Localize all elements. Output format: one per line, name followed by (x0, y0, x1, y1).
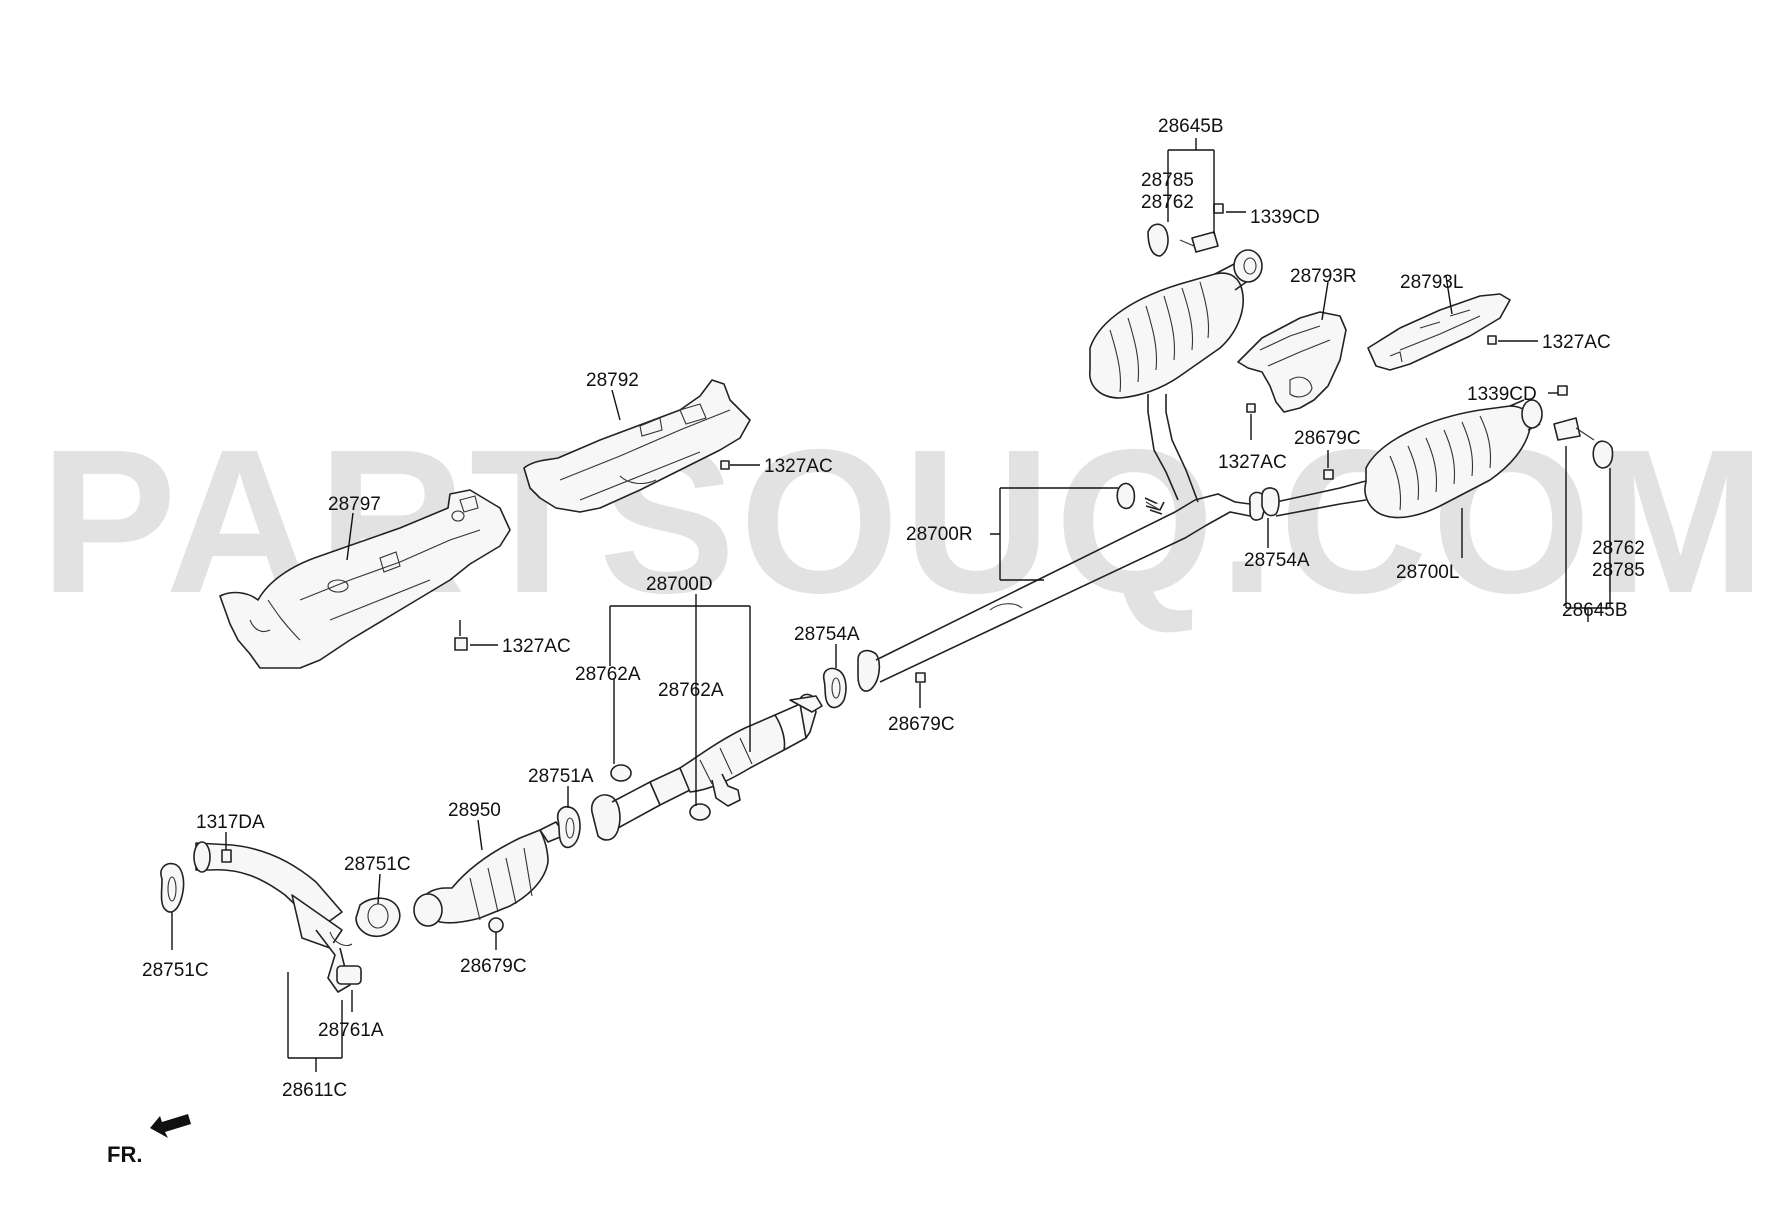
gasket-28751c-left-part[interactable] (160, 862, 185, 913)
nut-28679c-center-part[interactable] (915, 672, 926, 683)
front-pipe-part[interactable] (193, 841, 362, 993)
bolt-1317da-part[interactable] (221, 849, 232, 863)
hanger-28762-top-part[interactable] (1147, 223, 1169, 257)
front-direction-indicator: FR. (107, 1114, 191, 1167)
label-1327ac-below-r[interactable]: 1327AC (1218, 452, 1287, 473)
label-28762-top[interactable]: 28762 (1141, 192, 1194, 213)
label-1317da[interactable]: 1317DA (196, 812, 265, 833)
heat-shield-28793l-part[interactable] (1367, 293, 1511, 371)
label-28611c[interactable]: 28611C (282, 1080, 347, 1101)
nut-1327ac-below-r-part[interactable] (1246, 403, 1256, 413)
fr-label: FR. (107, 1142, 142, 1167)
heat-shield-28793r-part[interactable] (1237, 311, 1347, 413)
label-28797[interactable]: 28797 (328, 494, 381, 515)
label-28792[interactable]: 28792 (586, 370, 639, 391)
rear-pipe-right-part[interactable] (857, 394, 1267, 692)
label-28679c-bottom[interactable]: 28679C (460, 956, 527, 977)
bracket-28645b-top-part[interactable] (1179, 231, 1219, 253)
label-28793l[interactable]: 28793L (1400, 272, 1463, 293)
label-1339cd-right[interactable]: 1339CD (1467, 384, 1537, 405)
heat-shield-28797-part[interactable] (219, 489, 511, 669)
gasket-28754a-right-part[interactable] (1261, 487, 1280, 517)
nut-1339cd-right-part[interactable] (1557, 385, 1568, 396)
nut-1327ac-right-part[interactable] (1487, 335, 1497, 345)
label-28700r[interactable]: 28700R (906, 524, 973, 545)
muffler-left-part[interactable] (1275, 399, 1543, 519)
center-pipe-part[interactable] (590, 693, 823, 841)
label-1327ac-left[interactable]: 1327AC (502, 636, 571, 657)
nut-28679c-right-part[interactable] (1323, 469, 1334, 480)
nut-1327ac-left-part[interactable] (454, 637, 468, 651)
bracket-28645b-right-part[interactable] (1553, 417, 1595, 441)
label-28700d[interactable]: 28700D (646, 574, 713, 595)
gasket-28754a-center-part[interactable] (822, 667, 847, 709)
label-1327ac-mid[interactable]: 1327AC (764, 456, 833, 477)
label-1339cd-top[interactable]: 1339CD (1250, 207, 1320, 228)
heat-shield-28792-part[interactable] (523, 379, 751, 513)
label-28754a-center[interactable]: 28754A (794, 624, 860, 645)
label-1327ac-right[interactable]: 1327AC (1542, 332, 1611, 353)
label-28645b-top[interactable]: 28645B (1158, 116, 1224, 137)
nut-1327ac-mid-part[interactable] (720, 460, 730, 470)
front-arrow-icon (150, 1114, 191, 1138)
gasket-28751a-part[interactable] (556, 805, 581, 849)
label-28751c-left[interactable]: 28751C (142, 960, 209, 981)
label-28762a-1[interactable]: 28762A (575, 664, 641, 685)
leader-lines (171, 138, 1611, 1072)
label-28679c-center[interactable]: 28679C (888, 714, 955, 735)
label-28751a[interactable]: 28751A (528, 766, 594, 787)
label-28950[interactable]: 28950 (448, 800, 501, 821)
hanger-28700r-part[interactable] (1116, 482, 1161, 511)
label-28645b-right[interactable]: 28645B (1562, 600, 1628, 621)
label-28700l[interactable]: 28700L (1396, 562, 1459, 583)
hanger-28762a-1-part[interactable] (610, 764, 632, 782)
catalytic-converter-part[interactable] (413, 821, 566, 927)
hanger-28762a-2-part[interactable] (689, 803, 711, 821)
label-28751c-mid[interactable]: 28751C (344, 854, 411, 875)
label-28785-top[interactable]: 28785 (1141, 170, 1194, 191)
muffler-right-part[interactable] (1089, 249, 1263, 399)
label-28754a-right[interactable]: 28754A (1244, 550, 1310, 571)
hanger-28762-right-part[interactable] (1592, 440, 1614, 469)
nut-28679c-bottom-part[interactable] (488, 917, 504, 933)
label-28793r[interactable]: 28793R (1290, 266, 1357, 287)
label-28679c-right[interactable]: 28679C (1294, 428, 1361, 449)
nut-1339cd-top-part[interactable] (1213, 203, 1224, 214)
label-28785-right[interactable]: 28785 (1592, 560, 1645, 581)
part-labels: 28645B 28785 28762 1339CD 28793R 28793L … (142, 116, 1645, 1101)
label-28761a[interactable]: 28761A (318, 1020, 384, 1041)
label-28762a-2[interactable]: 28762A (658, 680, 724, 701)
label-28762-right[interactable]: 28762 (1592, 538, 1645, 559)
